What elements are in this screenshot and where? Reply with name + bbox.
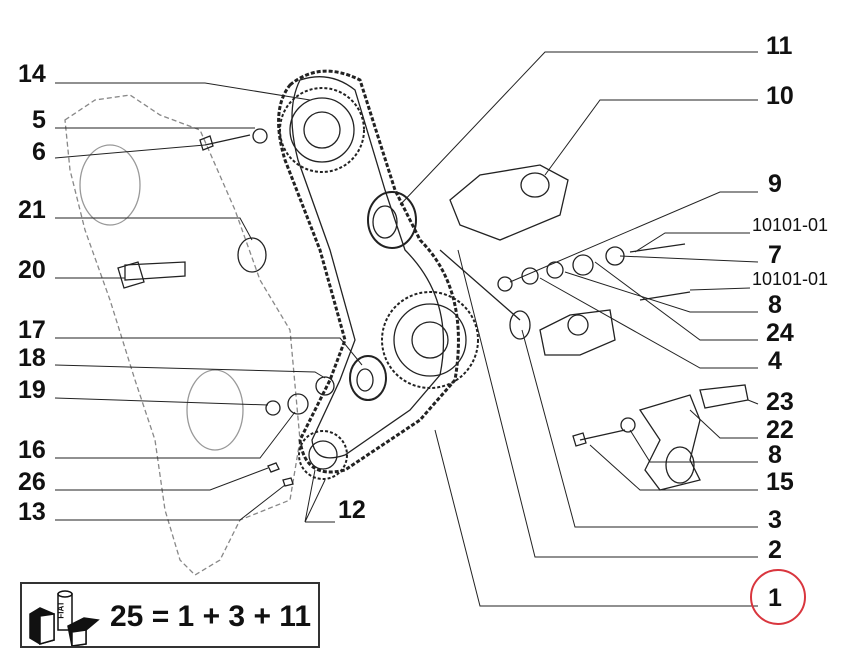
kit-boxes-icon bbox=[29, 590, 100, 646]
bracket-10 bbox=[449, 164, 569, 241]
label-26[interactable]: 26 bbox=[18, 468, 46, 496]
label-19[interactable]: 19 bbox=[18, 376, 46, 404]
label-14[interactable]: 14 bbox=[18, 60, 46, 88]
label-18[interactable]: 18 bbox=[18, 344, 46, 372]
bolt-6 bbox=[199, 134, 251, 151]
camshaft-pulley bbox=[279, 87, 365, 173]
label-10101-01-b[interactable]: 10101-01 bbox=[752, 269, 829, 289]
label-1[interactable]: 1 bbox=[768, 584, 782, 612]
label-11[interactable]: 11 bbox=[766, 32, 793, 60]
label-16[interactable]: 16 bbox=[18, 436, 46, 464]
label-5[interactable]: 5 bbox=[32, 106, 46, 134]
label-10101-01-a[interactable]: 10101-01 bbox=[752, 215, 829, 235]
label-12[interactable]: 12 bbox=[338, 496, 366, 524]
label-13[interactable]: 13 bbox=[18, 498, 46, 526]
tensioner-22 bbox=[638, 394, 701, 491]
label-3[interactable]: 3 bbox=[768, 506, 782, 534]
kit-composition-box: FIAT 25 = 1 + 3 + 11 bbox=[20, 582, 320, 648]
kit-icon-brand-text: FIAT bbox=[56, 601, 66, 619]
label-23[interactable]: 23 bbox=[766, 388, 794, 416]
label-24[interactable]: 24 bbox=[766, 319, 794, 347]
pump-pulley bbox=[381, 291, 479, 389]
label-15[interactable]: 15 bbox=[766, 468, 794, 496]
idler-roller-17 bbox=[349, 355, 387, 401]
label-2[interactable]: 2 bbox=[768, 536, 782, 564]
label-9[interactable]: 9 bbox=[768, 170, 782, 198]
timing-belt bbox=[277, 69, 460, 474]
bolt-20 bbox=[124, 261, 186, 281]
label-8-lower[interactable]: 8 bbox=[768, 441, 782, 469]
label-22[interactable]: 22 bbox=[766, 416, 794, 444]
label-20[interactable]: 20 bbox=[18, 256, 46, 284]
label-4[interactable]: 4 bbox=[768, 347, 782, 375]
kit-formula: 25 = 1 + 3 + 11 bbox=[110, 600, 312, 633]
engine-block-outline bbox=[64, 94, 301, 576]
label-21[interactable]: 21 bbox=[18, 196, 46, 224]
label-10[interactable]: 10 bbox=[766, 82, 794, 110]
label-6[interactable]: 6 bbox=[32, 138, 46, 166]
label-7[interactable]: 7 bbox=[768, 241, 782, 269]
idler-roller bbox=[367, 191, 417, 249]
tensioner-4 bbox=[539, 309, 616, 356]
label-17[interactable]: 17 bbox=[18, 316, 46, 344]
label-8[interactable]: 8 bbox=[768, 291, 782, 319]
crankshaft-pulley bbox=[298, 430, 348, 480]
highlight-circle-part-1 bbox=[750, 569, 806, 625]
